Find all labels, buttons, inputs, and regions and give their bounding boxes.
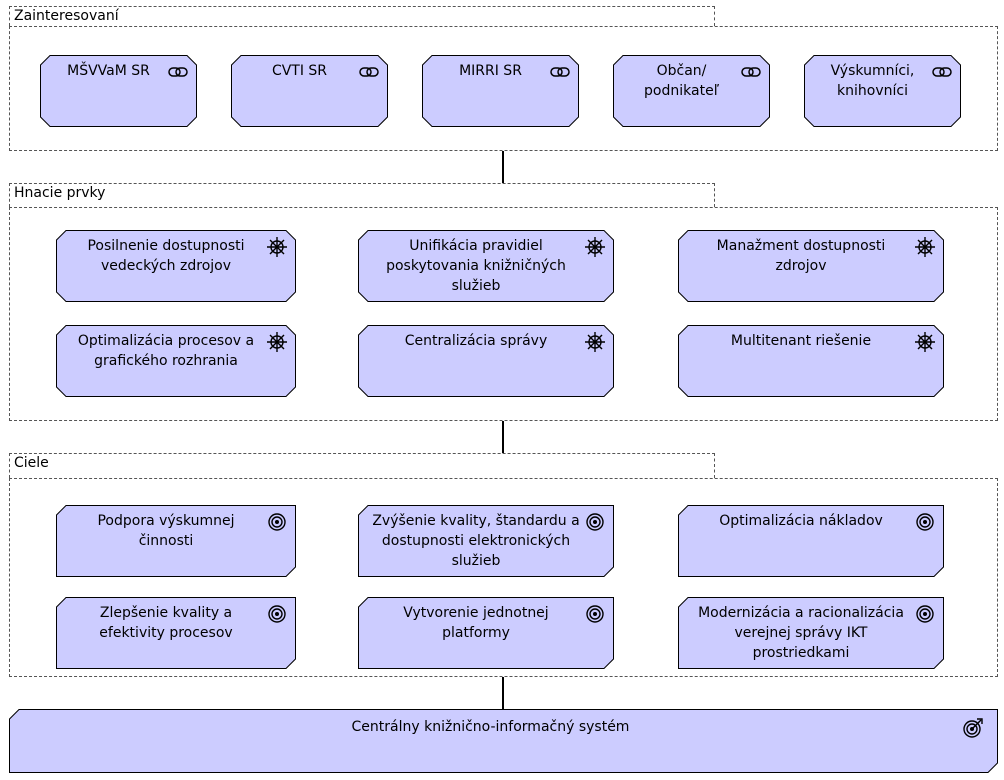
stakeholder-icon bbox=[167, 61, 189, 83]
group-body bbox=[9, 478, 998, 677]
node-shape bbox=[56, 597, 296, 669]
node-shape bbox=[678, 230, 944, 302]
node-shape bbox=[678, 597, 944, 669]
node-shape bbox=[56, 325, 296, 397]
stakeholder-node[interactable]: MŠVVaM SR bbox=[40, 55, 197, 127]
connector-line bbox=[502, 151, 504, 183]
driver-node[interactable]: Centralizácia správy bbox=[358, 325, 614, 397]
goal-target-icon bbox=[584, 511, 606, 533]
driver-node[interactable]: Manažment dostupnosti zdrojov bbox=[678, 230, 944, 302]
node-shape bbox=[358, 230, 614, 302]
driver-node[interactable]: Multitenant riešenie bbox=[678, 325, 944, 397]
node-label: MŠVVaM SR bbox=[67, 63, 150, 79]
node-shape bbox=[9, 709, 998, 773]
node-shape bbox=[804, 55, 961, 127]
connector-line bbox=[502, 421, 504, 453]
goal-node[interactable]: Zlepšenie kvality a efektivity procesov bbox=[56, 597, 296, 669]
driver-wheel-icon bbox=[584, 236, 606, 258]
node-shape bbox=[56, 505, 296, 577]
node-label: MIRRI SR bbox=[459, 63, 522, 79]
driver-wheel-icon bbox=[266, 236, 288, 258]
connector-line bbox=[502, 677, 504, 709]
goal-target-icon bbox=[266, 603, 288, 625]
driver-node[interactable]: Optimalizácia procesov a grafického rozh… bbox=[56, 325, 296, 397]
goal-node[interactable]: Podpora výskumnej činnosti bbox=[56, 505, 296, 577]
node-label: Občan/ podnikateľ bbox=[644, 63, 719, 99]
stakeholder-node[interactable]: Výskumníci, knihovníci bbox=[804, 55, 961, 127]
goal-node[interactable]: Optimalizácia nákladov bbox=[678, 505, 944, 577]
node-shape bbox=[358, 505, 614, 577]
group-title: Ciele bbox=[9, 453, 715, 478]
node-label: Optimalizácia procesov a grafického rozh… bbox=[77, 333, 255, 369]
goal-node[interactable]: Modernizácia a racionalizácia verejnej s… bbox=[678, 597, 944, 669]
outcome-target-arrow-icon bbox=[962, 717, 984, 739]
goal-target-icon bbox=[914, 603, 936, 625]
node-label: Zlepšenie kvality a efektivity procesov bbox=[99, 605, 233, 641]
node-label: Centralizácia správy bbox=[404, 333, 548, 349]
node-label: Multitenant riešenie bbox=[730, 333, 872, 349]
node-shape bbox=[358, 325, 614, 397]
driver-node[interactable]: Posilnenie dostupnosti vedeckých zdrojov bbox=[56, 230, 296, 302]
goal-node[interactable]: Vytvorenie jednotnej platformy bbox=[358, 597, 614, 669]
node-shape bbox=[678, 505, 944, 577]
driver-wheel-icon bbox=[266, 331, 288, 353]
node-shape bbox=[422, 55, 579, 127]
goal-target-icon bbox=[584, 603, 606, 625]
node-shape bbox=[613, 55, 770, 127]
group-body bbox=[9, 26, 998, 151]
node-shape bbox=[231, 55, 388, 127]
node-label: Manažment dostupnosti zdrojov bbox=[716, 238, 886, 274]
node-label: Unifikácia pravidiel poskytovania knižni… bbox=[386, 238, 566, 294]
node-label: Optimalizácia nákladov bbox=[719, 513, 883, 529]
node-label: Zvýšenie kvality, štandardu a dostupnost… bbox=[372, 513, 580, 569]
node-label: Centrálny knižnično-informačný systém bbox=[351, 719, 630, 735]
group-title: Zainteresovaní bbox=[9, 6, 715, 26]
driver-node[interactable]: Unifikácia pravidiel poskytovania knižni… bbox=[358, 230, 614, 302]
group-body bbox=[9, 207, 998, 421]
node-label: Vytvorenie jednotnej platformy bbox=[403, 605, 549, 641]
group-title: Hnacie prvky bbox=[9, 183, 715, 207]
node-shape bbox=[358, 597, 614, 669]
node-label: Podpora výskumnej činnosti bbox=[97, 513, 235, 549]
stakeholder-icon bbox=[931, 61, 953, 83]
driver-wheel-icon bbox=[914, 236, 936, 258]
outcome-node[interactable]: Centrálny knižnično-informačný systém bbox=[9, 709, 998, 773]
stakeholder-node[interactable]: CVTI SR bbox=[231, 55, 388, 127]
goal-target-icon bbox=[914, 511, 936, 533]
stakeholder-node[interactable]: MIRRI SR bbox=[422, 55, 579, 127]
node-label: Posilnenie dostupnosti vedeckých zdrojov bbox=[87, 238, 245, 274]
node-shape bbox=[56, 230, 296, 302]
goal-node[interactable]: Zvýšenie kvality, štandardu a dostupnost… bbox=[358, 505, 614, 577]
stakeholder-node[interactable]: Občan/ podnikateľ bbox=[613, 55, 770, 127]
stakeholder-icon bbox=[358, 61, 380, 83]
stakeholder-icon bbox=[740, 61, 762, 83]
driver-wheel-icon bbox=[914, 331, 936, 353]
node-shape bbox=[678, 325, 944, 397]
goal-target-icon bbox=[266, 511, 288, 533]
node-label: CVTI SR bbox=[271, 63, 328, 79]
node-label: Modernizácia a racionalizácia verejnej s… bbox=[698, 605, 904, 661]
stakeholder-icon bbox=[549, 61, 571, 83]
node-shape bbox=[40, 55, 197, 127]
driver-wheel-icon bbox=[584, 331, 606, 353]
node-label: Výskumníci, knihovníci bbox=[830, 63, 915, 99]
